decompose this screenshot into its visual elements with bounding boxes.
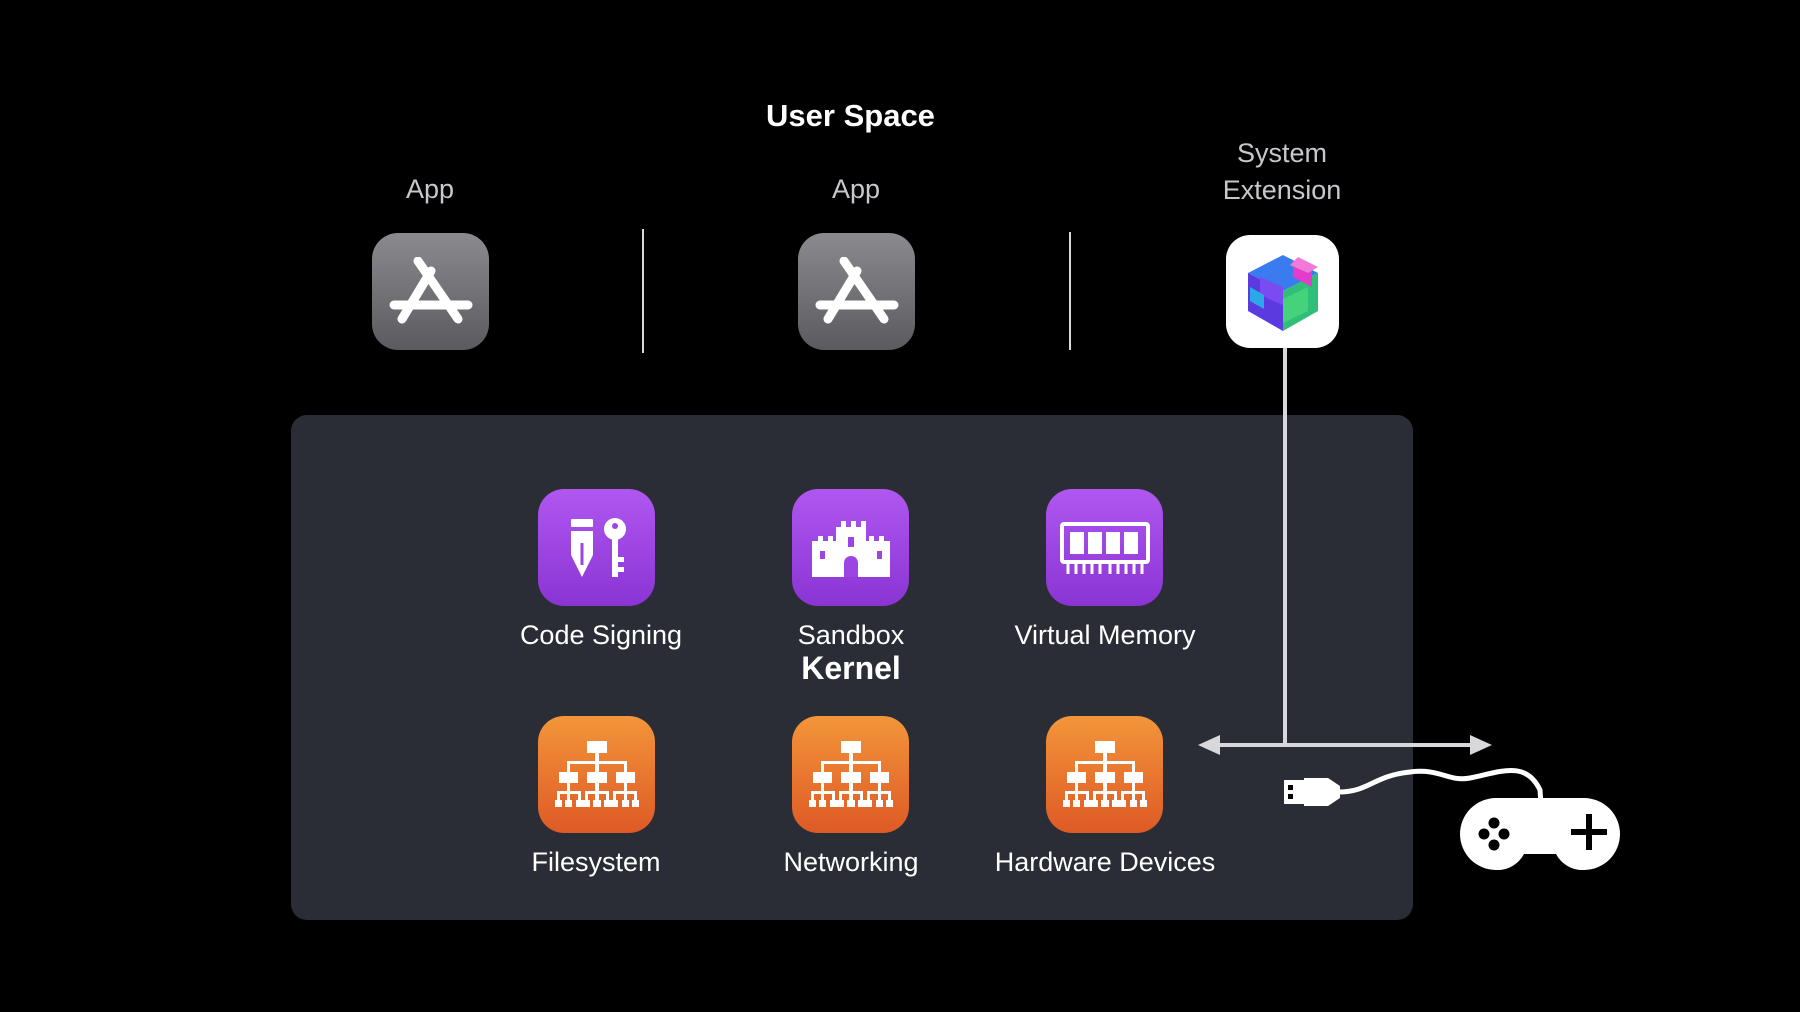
kernel-title: Kernel (801, 650, 901, 686)
sandbox-label: Sandbox (797, 620, 905, 650)
system-extension-label-line1: System (1236, 138, 1328, 168)
app-store-icon[interactable] (798, 233, 915, 350)
app-store-icon[interactable] (372, 233, 489, 350)
networking-tile[interactable] (792, 716, 909, 833)
column-divider-2 (1069, 232, 1071, 350)
column-divider-1 (642, 229, 644, 353)
networking-label: Networking (783, 847, 919, 877)
code-signing-tile[interactable] (538, 489, 655, 606)
code-signing-label: Code Signing (519, 620, 683, 650)
app-store-glyph (389, 256, 472, 323)
virtual-memory-tile[interactable] (1046, 489, 1163, 606)
arrow-left-head (1198, 735, 1220, 755)
user-space-title: User Space (766, 98, 935, 133)
hardware-devices-tile[interactable] (1046, 716, 1163, 833)
hierarchy-icon (1062, 740, 1147, 807)
system-extension-label: System Extension (1180, 135, 1384, 209)
app-store-glyph (815, 256, 898, 323)
castle-icon (811, 520, 890, 577)
usb-plug-icon (1284, 768, 1544, 808)
virtual-memory-label: Virtual Memory (1014, 620, 1196, 650)
driverkit-cube-glyph (1247, 254, 1318, 331)
game-controller-icon (1460, 798, 1620, 871)
driverkit-cube-icon[interactable] (1226, 235, 1339, 348)
hierarchy-icon (808, 740, 893, 807)
hardware-devices-label: Hardware Devices (994, 847, 1216, 877)
pen-nib-key-icon (570, 517, 626, 577)
memory-chip-icon (1059, 521, 1150, 574)
system-extension-label-line2: Extension (1222, 175, 1342, 205)
filesystem-label: Filesystem (531, 847, 661, 877)
sandbox-tile[interactable] (792, 489, 909, 606)
arrow-right-head (1470, 735, 1492, 755)
filesystem-tile[interactable] (538, 716, 655, 833)
app-label-2: App (831, 174, 881, 204)
hierarchy-icon (554, 740, 639, 807)
app-label-1: App (405, 174, 455, 204)
